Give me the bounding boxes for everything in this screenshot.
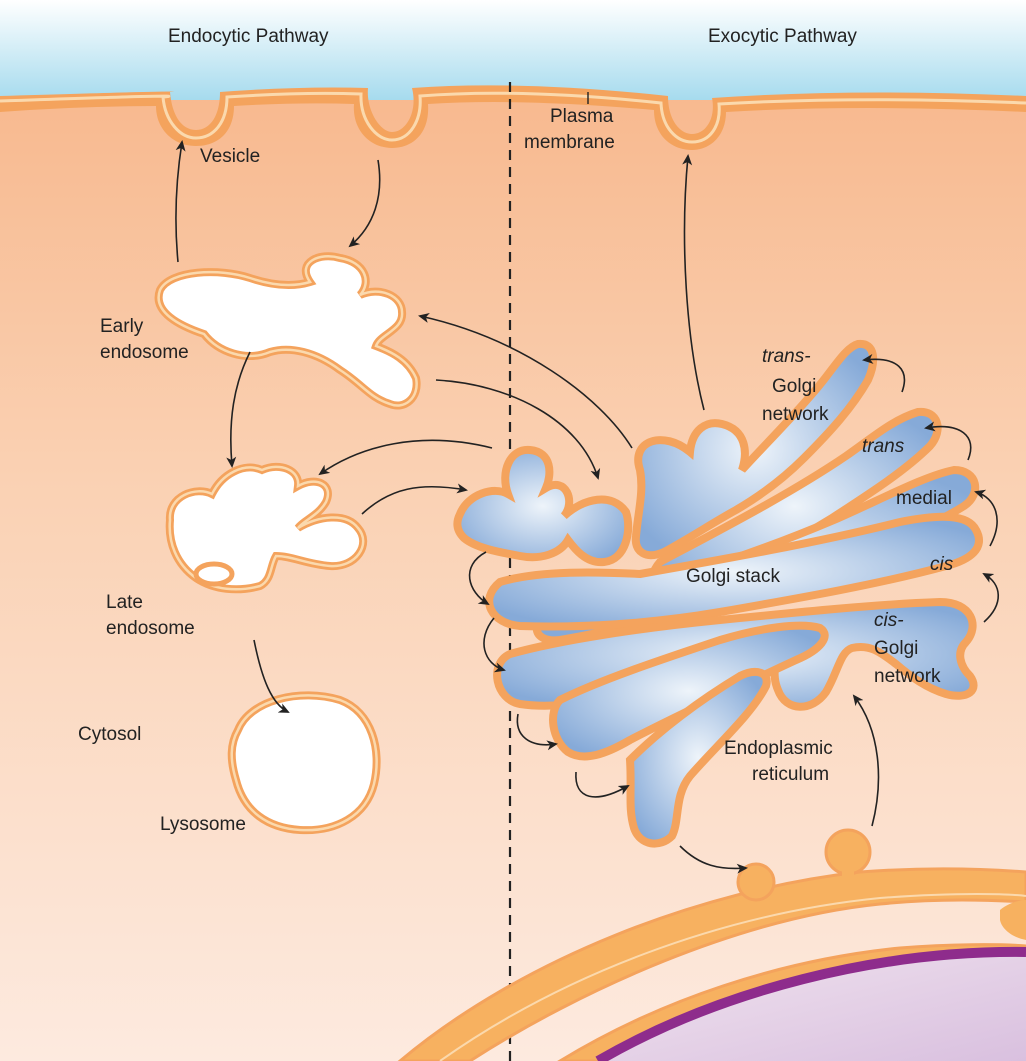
early-endosome-label-line2: endosome (100, 342, 189, 363)
cis-cisterna-label: cis (930, 554, 954, 575)
exocytic-pathway-title: Exocytic Pathway (708, 26, 857, 47)
cis-golgi-network-label-line1: cis- (874, 610, 904, 631)
trans-golgi-network-label-line3: network (762, 404, 829, 425)
plasma-membrane-label-line2: membrane (524, 132, 615, 153)
late-endosome-label-line2: endosome (106, 618, 195, 639)
er-label-line2: reticulum (752, 764, 829, 785)
trans-cisterna-label: trans (862, 436, 905, 457)
endocytic-pathway-title: Endocytic Pathway (168, 26, 329, 47)
plasma-membrane-label-line1: Plasma (550, 106, 614, 127)
extracellular-space (0, 0, 1026, 100)
golgi-stack-label: Golgi stack (686, 566, 780, 587)
trans-golgi-network-label-line2: Golgi (772, 376, 816, 397)
er-label-line1: Endoplasmic (724, 738, 833, 759)
cytosol-label: Cytosol (78, 724, 141, 745)
cis-golgi-network-label-line2: Golgi (874, 638, 918, 659)
medial-cisterna-label: medial (896, 488, 952, 509)
intraluminal-vesicle (196, 564, 232, 584)
trans-golgi-network-label-line1: trans- (762, 346, 811, 367)
lysosome-label: Lysosome (160, 814, 246, 835)
late-endosome-label-line1: Late (106, 592, 143, 613)
early-endosome-label-line1: Early (100, 316, 144, 337)
vesicle-label: Vesicle (200, 146, 260, 167)
lysosome (232, 695, 377, 830)
cis-golgi-network-label-line3: network (874, 666, 941, 687)
